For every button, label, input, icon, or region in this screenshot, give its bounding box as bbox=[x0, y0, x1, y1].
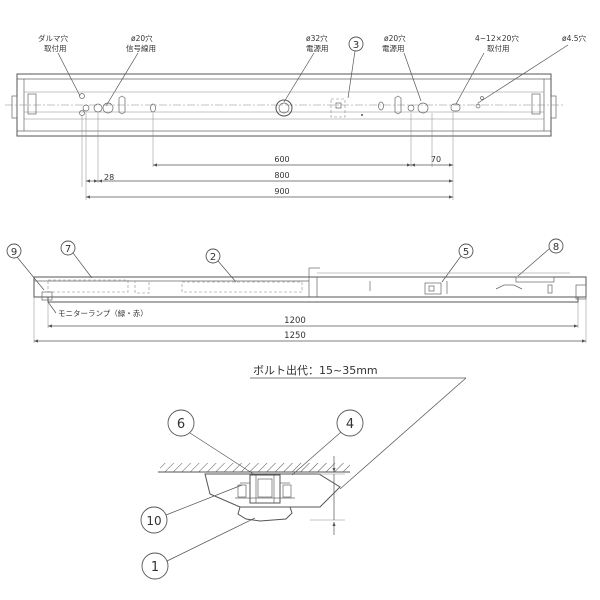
callout-8: 8 bbox=[517, 238, 564, 277]
terminal-block bbox=[424, 282, 442, 295]
callout-6: 6 bbox=[167, 409, 256, 476]
d32-hole bbox=[275, 99, 293, 117]
callout-2: 2 bbox=[205, 248, 237, 283]
d20-power-hole bbox=[417, 102, 429, 114]
callout-5: 5 bbox=[441, 243, 474, 283]
label-daruma-hole: ダルマ穴 bbox=[38, 33, 68, 43]
lens-strip bbox=[47, 296, 579, 303]
svg-text:10: 10 bbox=[146, 514, 161, 528]
label-d20-signal: ø20穴 bbox=[131, 33, 153, 43]
top-view: ダルマ穴 取付用 ø20穴 信号線用 ø32穴 電源用 ø20穴 電源用 4−1… bbox=[5, 33, 587, 200]
dim-70: 70 bbox=[431, 155, 441, 164]
internal-component-7 bbox=[47, 279, 129, 293]
slot-hole bbox=[450, 103, 461, 112]
callout-3: 3 bbox=[347, 36, 364, 99]
label-slot: 4−12×20穴 bbox=[475, 33, 519, 43]
svg-text:5: 5 bbox=[463, 247, 469, 258]
bolt-protrusion-label: ボルト出代：15~35mm bbox=[253, 363, 378, 377]
svg-text:8: 8 bbox=[553, 242, 559, 253]
label-d45: ø4.5穴 bbox=[562, 33, 587, 43]
label-d20-signal-use: 信号線用 bbox=[126, 43, 156, 53]
callout-9: 9 bbox=[6, 243, 45, 291]
lamp-socket bbox=[515, 276, 555, 283]
svg-text:4: 4 bbox=[346, 417, 354, 432]
dim-600: 600 bbox=[274, 155, 289, 164]
dim-900: 900 bbox=[274, 187, 289, 196]
label-d20-power-use: 電源用 bbox=[382, 44, 405, 53]
svg-text:9: 9 bbox=[11, 247, 17, 258]
d20-signal-hole bbox=[102, 102, 114, 114]
label-d32-use: 電源用 bbox=[306, 44, 329, 53]
dim-1250: 1250 bbox=[284, 331, 306, 341]
daruma-hole bbox=[79, 93, 85, 116]
label-slot-use: 取付用 bbox=[487, 43, 510, 53]
callout-4: 4 bbox=[291, 409, 364, 476]
dim-28: 28 bbox=[104, 173, 114, 182]
monitor-lamp-label: モニターランプ（緑・赤） bbox=[58, 308, 148, 318]
callout-1: 1 bbox=[141, 517, 256, 580]
callout-7: 7 bbox=[60, 240, 93, 279]
label-daruma-use: 取付用 bbox=[44, 43, 67, 53]
svg-text:3: 3 bbox=[353, 40, 359, 51]
svg-text:2: 2 bbox=[210, 252, 216, 263]
dim-800: 800 bbox=[274, 171, 289, 180]
label-d32: ø32穴 bbox=[306, 33, 328, 43]
mounting-detail: ボルト出代：15~35mm 6 4 bbox=[140, 363, 467, 580]
callout-10: 10 bbox=[140, 484, 243, 534]
label-d20-power: ø20穴 bbox=[384, 33, 406, 43]
svg-text:1: 1 bbox=[151, 560, 159, 575]
side-view: 9 7 2 5 8 bbox=[6, 238, 587, 343]
dim-1200: 1200 bbox=[284, 316, 306, 326]
svg-text:6: 6 bbox=[177, 417, 185, 432]
svg-text:7: 7 bbox=[65, 244, 71, 255]
internal-component-2 bbox=[181, 281, 303, 293]
fixture-housing-side bbox=[33, 276, 587, 298]
